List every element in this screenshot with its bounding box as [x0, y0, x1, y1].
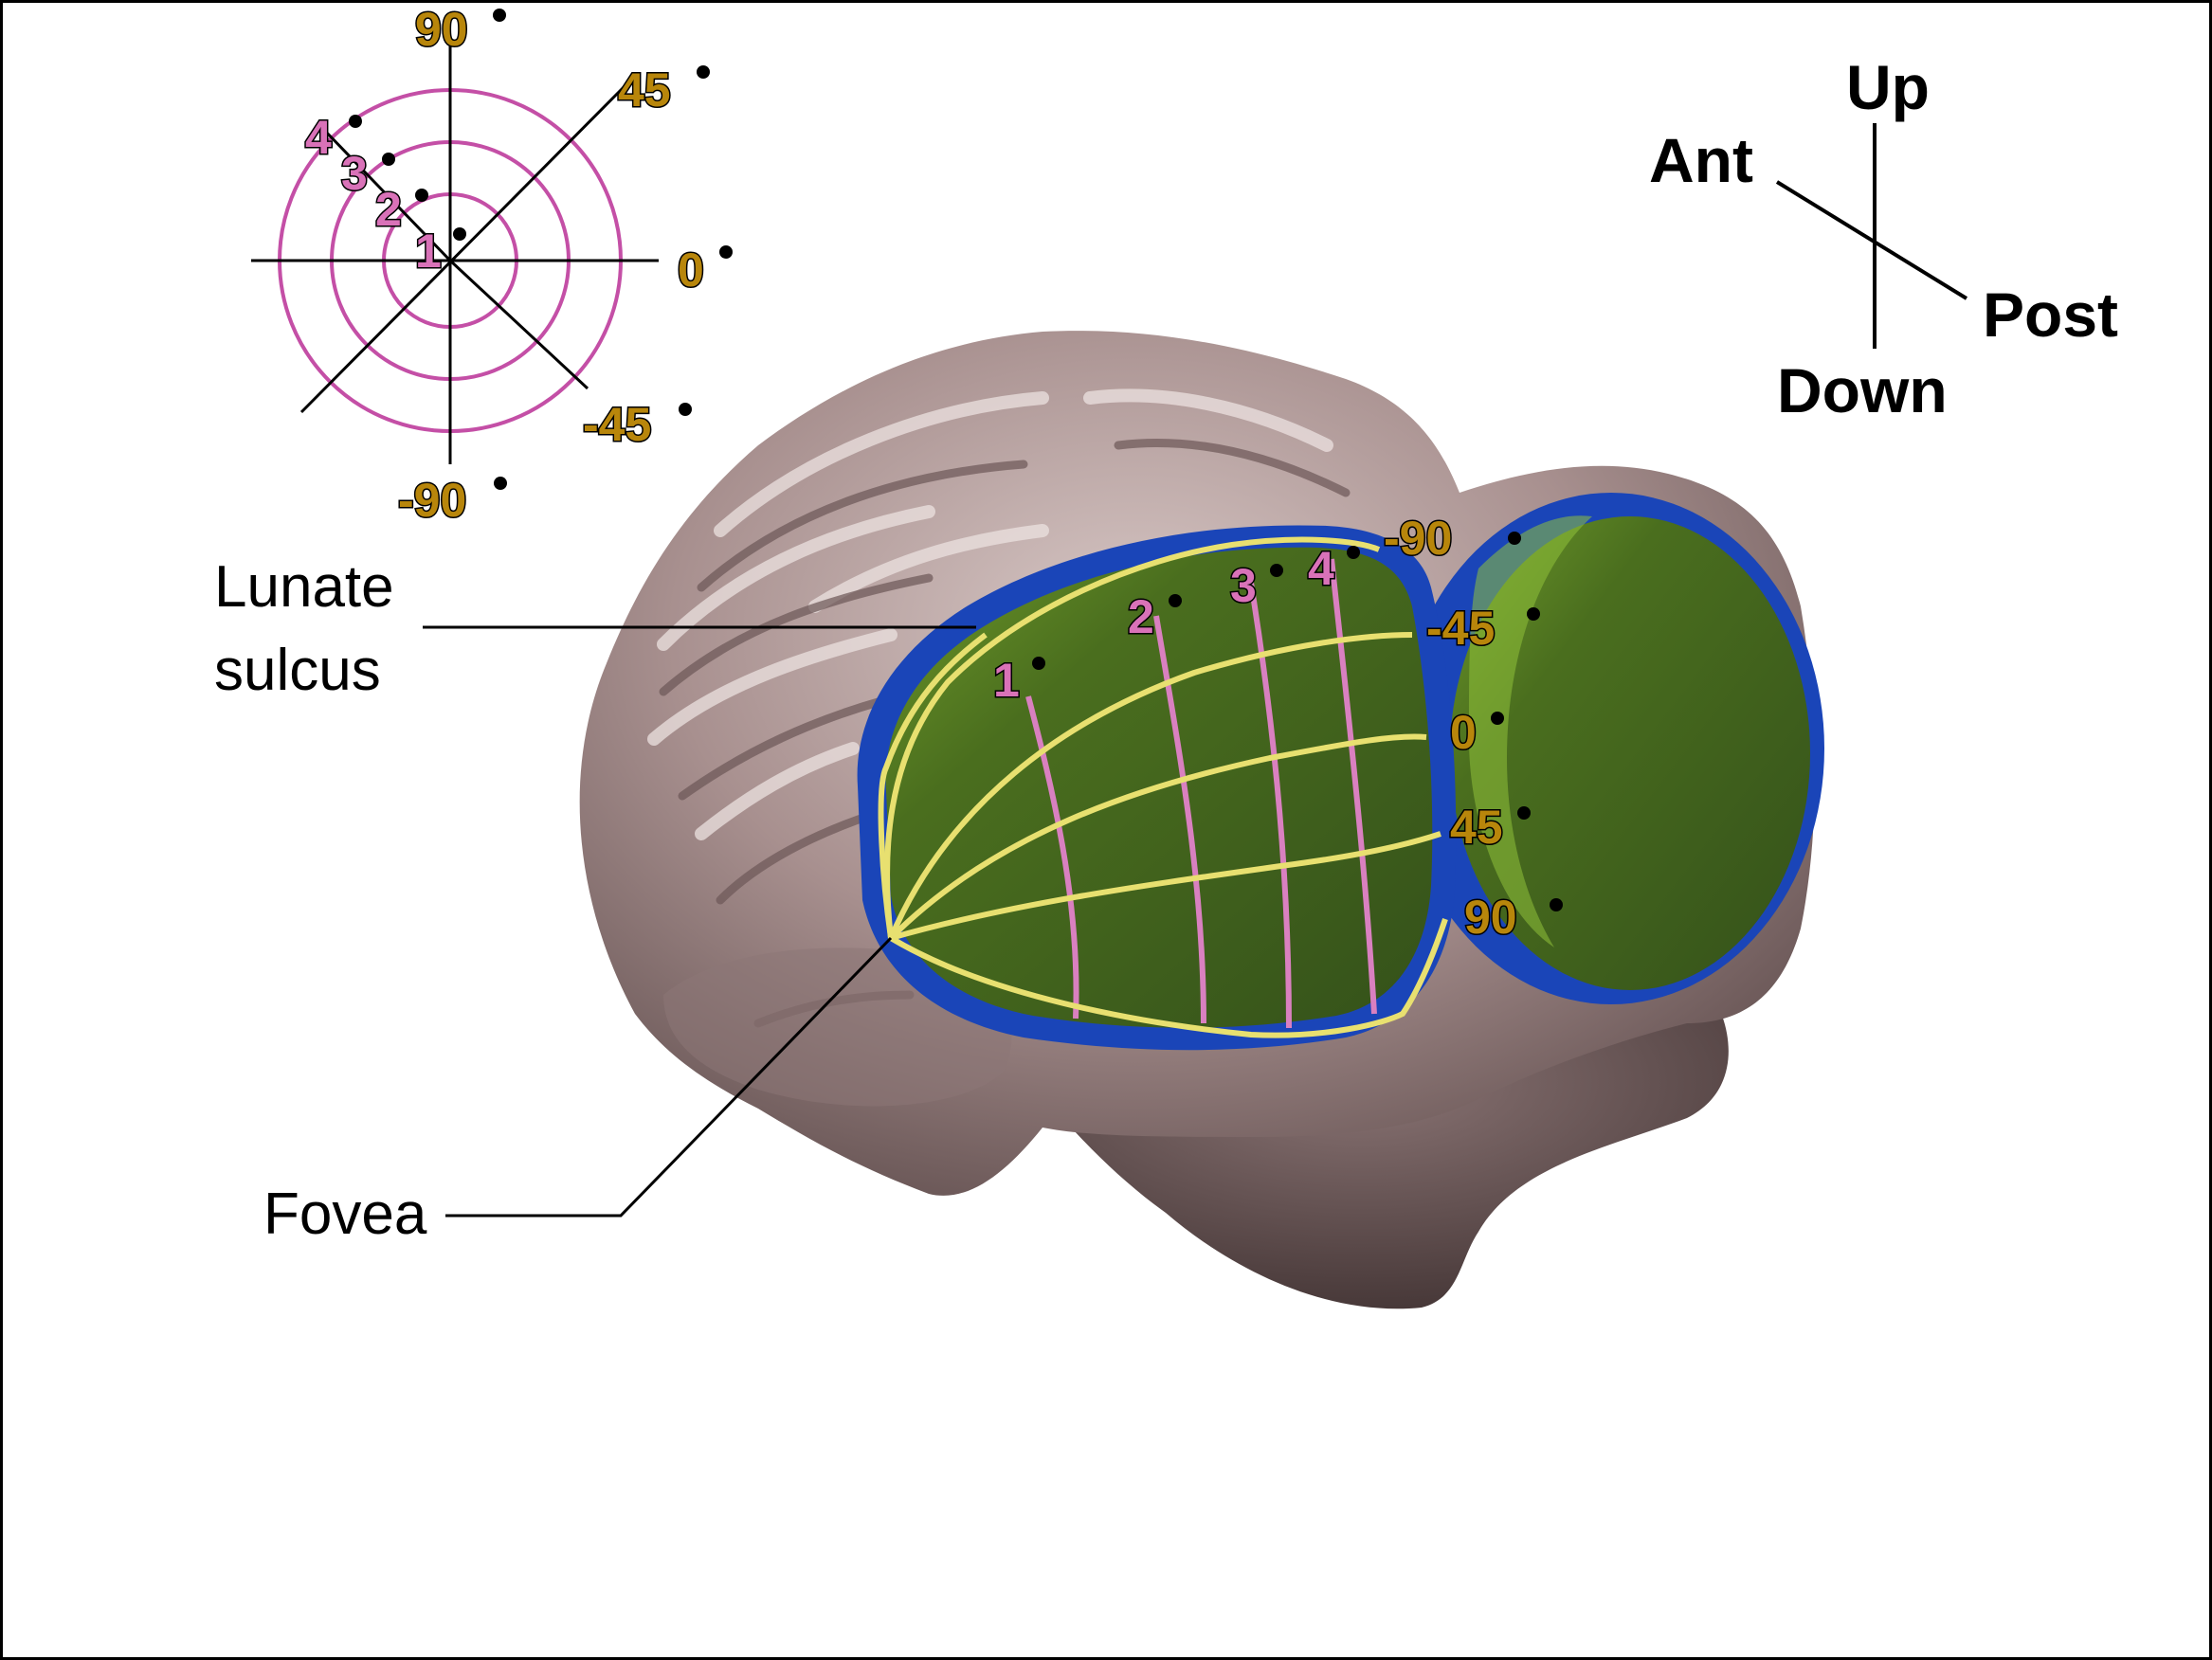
iso-angle-lines [878, 536, 1448, 1038]
degree-icon [1270, 564, 1283, 577]
degree-icon [382, 153, 395, 166]
degree-icon [1347, 546, 1360, 559]
degree-icon [1032, 657, 1045, 670]
polar-angle-label-m90: -90 [398, 474, 466, 527]
map-eccentricity-labels: 1 2 3 4 [992, 541, 1336, 709]
iso-ecc-line-1 [1025, 695, 1079, 1019]
iso-angle-line-m45 [888, 632, 1413, 940]
polar-angle-label-90: 90 [415, 3, 468, 56]
polar-ecc-label-1: 1 [415, 225, 442, 278]
map-angle-label-45: 45 [1450, 801, 1503, 854]
degree-icon [494, 477, 507, 490]
polar-ecc-label-2: 2 [375, 183, 402, 236]
polar-angle-label-m45: -45 [583, 398, 651, 451]
polar-angle-label-45: 45 [618, 63, 671, 117]
map-ecc-label-3: 3 [1230, 559, 1257, 612]
degree-icon [493, 9, 506, 22]
visual-cortex-map: -90 -45 0 45 90 1 2 3 4 [857, 511, 1563, 1051]
degree-icon [1508, 532, 1521, 545]
polar-eccentricity-labels: 1 2 3 4 [304, 110, 444, 280]
sulci-shadows [659, 438, 1351, 1028]
iso-angle-line-90 [889, 918, 1448, 1038]
map-ecc-label-2: 2 [1128, 590, 1154, 643]
iso-ecc-line-2 [1153, 615, 1206, 1024]
polar-angle-labels: 90 45 0 -45 -90 [397, 2, 706, 529]
iso-angle-line-0 [888, 733, 1427, 941]
map-angle-label-90: 90 [1464, 891, 1517, 944]
compass-up-label: Up [1846, 52, 1930, 122]
degree-icon [1169, 594, 1182, 607]
degree-icon [679, 403, 692, 416]
compass-down-label: Down [1777, 355, 1948, 425]
iso-ecc-line-3 [1248, 582, 1292, 1029]
degree-icon [1527, 607, 1540, 621]
compass-post-label: Post [1983, 280, 2118, 350]
degree-icon [415, 189, 428, 202]
degree-icon [1517, 806, 1531, 820]
degree-icon [719, 245, 733, 259]
polar-legend: 90 45 0 -45 -90 1 2 3 4 [251, 2, 733, 529]
map-ecc-label-4: 4 [1308, 542, 1334, 595]
map-angle-degree-marks [1491, 532, 1563, 911]
map-outline-left [878, 632, 988, 939]
iso-angle-line-45 [890, 831, 1441, 941]
fovea-leader-line [445, 936, 893, 1218]
polar-angle-label-0: 0 [678, 244, 704, 297]
callouts: Lunate sulcus Fovea [214, 554, 976, 1247]
map-angle-label-m45: -45 [1426, 602, 1495, 655]
iso-angle-line-m90 [884, 536, 1381, 939]
polar-eccentricity-axis [320, 126, 452, 262]
map-angle-label-0: 0 [1450, 706, 1477, 759]
polar-axes [251, 38, 659, 464]
gyri-highlights [647, 388, 1333, 840]
map-ecc-degree-marks [1032, 546, 1360, 670]
polar-ecc-label-4: 4 [305, 111, 332, 164]
polar-diagonal-45 [299, 83, 627, 414]
map-ecc-label-1: 1 [993, 654, 1020, 707]
polar-ecc-degree-marks [349, 115, 466, 241]
fovea-label: Fovea [263, 1182, 427, 1247]
degree-icon [349, 115, 362, 128]
right-area-green [1450, 516, 1810, 990]
polar-diagonal-m45 [448, 259, 589, 390]
degree-icon [697, 65, 710, 79]
right-visual-area [1398, 493, 1824, 1004]
iso-eccentricity-lines [1025, 558, 1377, 1029]
lunate-sulcus-label-line1: Lunate [214, 554, 394, 620]
lunate-sulcus-label-line2: sulcus [214, 638, 381, 703]
right-area-highlight [1469, 515, 1592, 947]
compass-ant-post-axis [1775, 180, 1968, 300]
map-angle-label-m90: -90 [1384, 512, 1452, 565]
degree-icon [453, 227, 466, 241]
polar-angle-degree-marks [493, 9, 733, 490]
polar-ecc-label-3: 3 [341, 147, 368, 200]
map-angle-labels: -90 -45 0 45 90 [1383, 511, 1519, 946]
degree-icon [1550, 898, 1563, 911]
orientation-compass: Up Down Ant Post [1649, 52, 2118, 425]
degree-icon [1491, 712, 1504, 725]
iso-ecc-line-4 [1329, 558, 1377, 1015]
compass-ant-label: Ant [1649, 125, 1753, 195]
